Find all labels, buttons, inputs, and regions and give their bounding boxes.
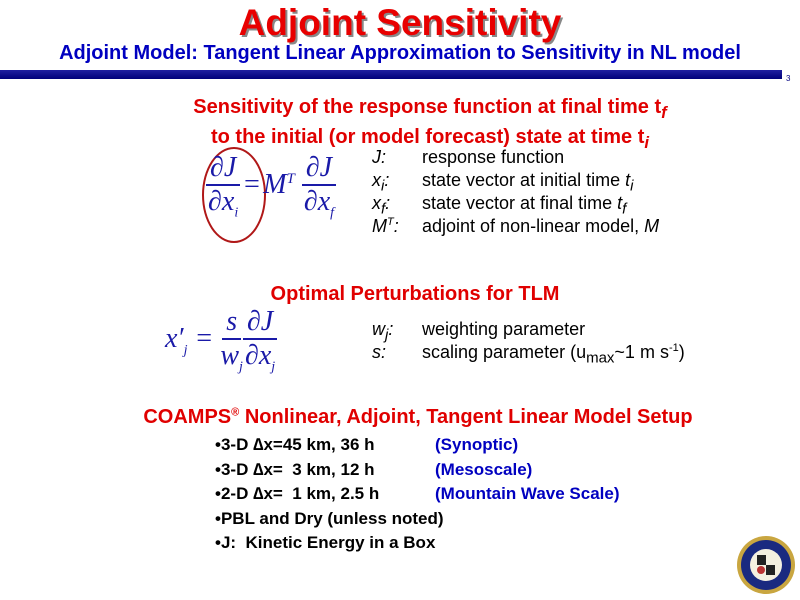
heading-rest: Nonlinear, Adjoint, Tangent Linear Model… bbox=[239, 406, 693, 428]
bullet-scale: (Mountain Wave Scale) bbox=[435, 484, 620, 503]
tail: M bbox=[644, 216, 660, 236]
sensitivity-heading: Sensitivity of the response function at … bbox=[60, 95, 800, 155]
symbol: s bbox=[372, 342, 381, 362]
definition-text: weighting parameter bbox=[422, 319, 586, 339]
symbol: w bbox=[372, 319, 385, 339]
definition-row: xi:state vector at initial time ti bbox=[372, 170, 634, 195]
definition-text: state vector at final time bbox=[422, 193, 618, 213]
sub: f bbox=[381, 200, 386, 218]
symbol: J bbox=[372, 147, 381, 167]
bullet-text: •PBL and Dry (unless noted) bbox=[215, 508, 444, 528]
page-number: 3 bbox=[786, 74, 791, 83]
bullet-text: •J: Kinetic Energy in a Box bbox=[215, 533, 436, 552]
sup: -1 bbox=[668, 342, 679, 354]
sub: max bbox=[586, 349, 615, 367]
definition-row: xf:state vector at final time tf bbox=[372, 193, 627, 218]
sub: i bbox=[644, 133, 650, 152]
coamps-heading: COAMPS® Nonlinear, Adjoint, Tangent Line… bbox=[60, 406, 776, 429]
list-item: •PBL and Dry (unless noted) bbox=[215, 509, 775, 534]
setup-bullets: •3-D ∆x=45 km, 36 h (Synoptic) •3-D ∆x= 3… bbox=[215, 435, 775, 558]
tail: t bbox=[617, 193, 623, 213]
bullet-text: •2-D ∆x= 1 km, 2.5 h bbox=[215, 484, 380, 503]
slide-title: Adjoint Sensitivity bbox=[238, 2, 562, 43]
sub: j bbox=[385, 326, 389, 344]
list-item: •2-D ∆x= 1 km, 2.5 h (Mountain Wave Scale… bbox=[215, 484, 775, 509]
symbol: x bbox=[372, 193, 381, 213]
definition-row: wj:weighting parameter bbox=[372, 319, 586, 344]
seal-logo-icon bbox=[737, 536, 795, 594]
heading-line-2: to the initial (or model forecast) state… bbox=[210, 126, 645, 148]
symbol: x bbox=[372, 170, 381, 190]
heading-line-1: Sensitivity of the response function at … bbox=[193, 96, 662, 118]
sub: f bbox=[622, 200, 627, 218]
list-item: •J: Kinetic Energy in a Box bbox=[215, 533, 775, 558]
slide-subtitle: Adjoint Model: Tangent Linear Approximat… bbox=[59, 42, 741, 64]
coamps: COAMPS bbox=[143, 406, 232, 428]
symbol: M bbox=[372, 216, 387, 236]
definitions-2: wj:weighting parameter s:scaling paramet… bbox=[372, 319, 792, 367]
reg: ® bbox=[231, 406, 240, 419]
definition-row: s:scaling parameter (umax~1 m s-1) bbox=[372, 342, 685, 367]
bullet-scale: (Synoptic) bbox=[435, 435, 519, 454]
list-item: •3-D ∆x= 3 km, 12 h (Mesoscale) bbox=[215, 460, 775, 485]
bullet-text: •3-D ∆x=45 km, 36 h bbox=[215, 435, 375, 454]
definition-text: scaling parameter (u bbox=[422, 342, 587, 362]
sub: f bbox=[661, 103, 667, 122]
definition-text: response function bbox=[422, 147, 565, 167]
text: ) bbox=[678, 342, 685, 362]
definition-row: J:response function bbox=[372, 147, 565, 167]
highlight-oval bbox=[202, 147, 266, 243]
tail: t bbox=[625, 170, 631, 190]
definition-row: MT:adjoint of non-linear model, M bbox=[372, 216, 660, 236]
sub: i bbox=[630, 177, 634, 195]
text: ~1 m s bbox=[614, 342, 669, 362]
sup: T bbox=[387, 216, 394, 228]
list-item: •3-D ∆x=45 km, 36 h (Synoptic) bbox=[215, 435, 775, 460]
optimal-perturbations-heading: Optimal Perturbations for TLM bbox=[270, 283, 560, 305]
header-divider bbox=[0, 70, 782, 79]
adjoint-equation: ∂J∂xi=MT ∂J∂xf bbox=[206, 152, 337, 222]
definition-text: adjoint of non-linear model, bbox=[422, 216, 645, 236]
definitions-1: J:response function xi:state vector at i… bbox=[372, 147, 792, 239]
bullet-text: •3-D ∆x= 3 km, 12 h bbox=[215, 459, 375, 479]
definition-text: state vector at initial time bbox=[422, 170, 626, 190]
sub: i bbox=[381, 177, 385, 195]
bullet-scale: (Mesoscale) bbox=[435, 459, 533, 479]
